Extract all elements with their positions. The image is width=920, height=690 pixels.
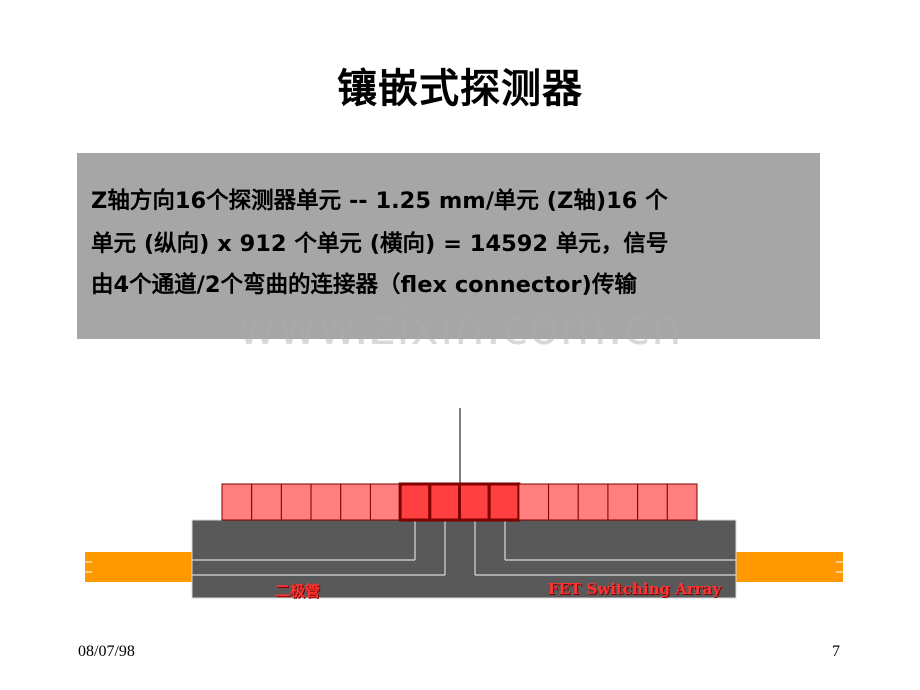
detector-cell (548, 483, 579, 521)
detector-cell (607, 483, 639, 521)
description-box: Z轴方向16个探测器单元 -- 1.25 mm/单元 (Z轴)16 个 单元 (… (77, 153, 820, 339)
detector-cell-highlighted (487, 482, 521, 522)
detector-cell (340, 483, 371, 521)
detector-cell (577, 483, 609, 521)
page-title: 镶嵌式探测器 (337, 65, 583, 112)
fet-switching-array-label: FET Switching Array (548, 580, 722, 598)
footer-date: 08/07/98 (78, 643, 135, 660)
detector-cell (637, 483, 668, 521)
detector-cell (280, 483, 312, 521)
array-body (191, 519, 737, 599)
detector-cells (221, 482, 698, 522)
detector-cell (666, 483, 698, 521)
diode-label: 二极管 (275, 582, 321, 600)
detector-cell-highlighted (428, 482, 461, 522)
detector-cell (369, 483, 401, 521)
watermark: www.zixin.com.cn (237, 300, 683, 356)
left-connector (85, 552, 195, 582)
footer-page-number: 7 (832, 643, 840, 660)
detector-cell (310, 483, 342, 521)
description-line-1: Z轴方向16个探测器单元 -- 1.25 mm/单元 (Z轴)16 个 (91, 188, 668, 214)
description-line-3: 由4个通道/2个弯曲的连接器（flex connector)传输 (91, 272, 637, 298)
detector-cell (251, 483, 282, 521)
right-connector (735, 552, 843, 582)
detector-cell (518, 483, 550, 521)
detector-cell (221, 483, 253, 521)
detector-cell-highlighted (398, 482, 432, 522)
description-line-2: 单元 (纵向) x 912 个单元 (横向) = 14592 单元，信号 (91, 231, 669, 257)
detector-cell-highlighted (458, 482, 491, 522)
